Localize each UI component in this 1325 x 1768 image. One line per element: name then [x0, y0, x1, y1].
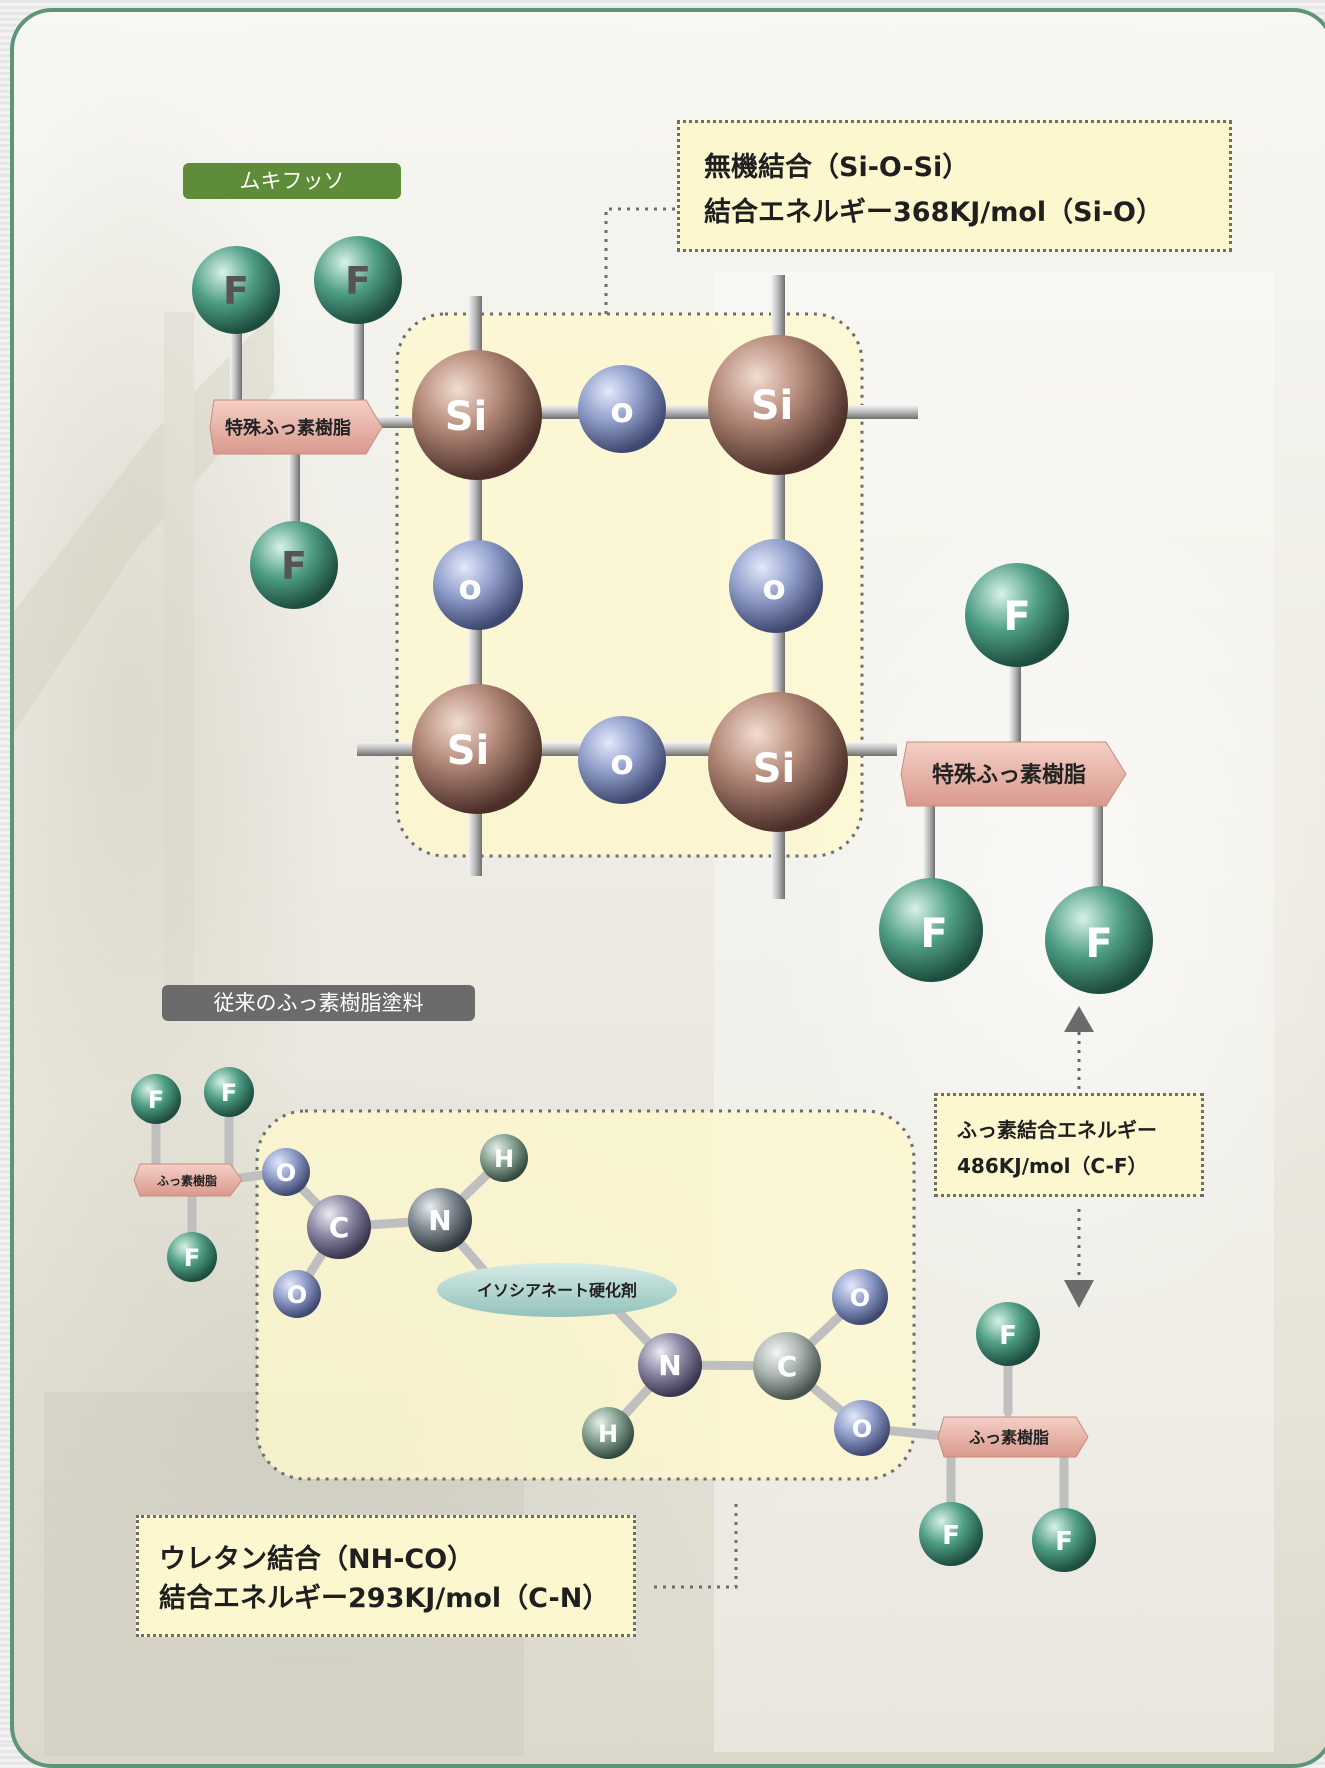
- fluorine-atom: F: [250, 521, 338, 609]
- callout-line: 486KJ/mol（C-F）: [957, 1154, 1148, 1178]
- svg-text:C: C: [777, 1350, 798, 1383]
- silicon-atom: Si: [412, 684, 542, 814]
- resin-text: ふっ素樹脂: [157, 1173, 217, 1188]
- special-resin-label-left: 特殊ふっ素樹脂: [209, 399, 383, 455]
- nitrogen-atom: N: [638, 1333, 702, 1397]
- svg-text:o: o: [762, 568, 785, 608]
- urethane-bond-callout: ウレタン結合（NH-CO） 結合エネルギー293KJ/mol（C-N）: [136, 1515, 636, 1637]
- special-resin-text: 特殊ふっ素樹脂: [932, 762, 1086, 788]
- fluorine-atom: F: [879, 878, 983, 982]
- oxygen-atom: O: [834, 1400, 890, 1456]
- callout-line: ウレタン結合（NH-CO）: [159, 1544, 475, 1575]
- molecular-structure-diagram: 特殊ふっ素樹脂 F F F Si Si Si Si: [14, 207, 1274, 1756]
- hydrogen-atom: H: [480, 1134, 528, 1182]
- oxygen-atom: o: [578, 716, 666, 804]
- conventional-resin-tag: 従来のふっ素樹脂塗料: [162, 985, 475, 1021]
- callout-line: ふっ素結合エネルギー: [957, 1118, 1157, 1142]
- callout-line: 結合エネルギー293KJ/mol（C-N）: [159, 1583, 610, 1614]
- special-resin-text: 特殊ふっ素樹脂: [225, 417, 351, 439]
- svg-text:F: F: [1085, 921, 1112, 967]
- fluorine-atom: F: [131, 1074, 181, 1124]
- resin-label-left: ふっ素樹脂: [133, 1163, 243, 1197]
- svg-text:F: F: [148, 1086, 164, 1114]
- fluorine-atom: F: [976, 1302, 1040, 1366]
- fluorine-atom: F: [965, 563, 1069, 667]
- callout-line: 結合エネルギー368KJ/mol（Si-O）: [704, 197, 1163, 228]
- svg-text:F: F: [1055, 1527, 1073, 1557]
- svg-text:N: N: [428, 1204, 451, 1237]
- fluorine-bond-callout: ふっ素結合エネルギー 486KJ/mol（C-F）: [934, 1093, 1204, 1197]
- oxygen-atom: o: [433, 540, 523, 630]
- energy-arrows: [1064, 1006, 1094, 1308]
- arrow-down-icon: [1064, 1280, 1094, 1308]
- resin-label-right: ふっ素樹脂: [937, 1416, 1089, 1458]
- oxygen-atom: O: [273, 1270, 321, 1318]
- diagram-frame: 特殊ふっ素樹脂 F F F Si Si Si Si: [10, 8, 1325, 1768]
- special-resin-label-right: 特殊ふっ素樹脂: [900, 741, 1127, 807]
- fluorine-atom: F: [167, 1232, 217, 1282]
- svg-text:F: F: [1003, 594, 1030, 640]
- fluorine-atom: F: [919, 1502, 983, 1566]
- svg-text:F: F: [999, 1321, 1017, 1351]
- silicon-atom: Si: [708, 692, 848, 832]
- svg-text:O: O: [852, 1415, 872, 1443]
- fluorine-atom: F: [1032, 1508, 1096, 1572]
- svg-text:O: O: [287, 1281, 307, 1309]
- svg-text:F: F: [345, 259, 371, 303]
- callout-line: 無機結合（Si-O-Si）: [704, 152, 970, 183]
- oxygen-atom: o: [729, 539, 823, 633]
- fluorine-atom: F: [314, 236, 402, 324]
- isocyanate-text: イソシアネート硬化剤: [477, 1281, 637, 1300]
- svg-text:Si: Si: [753, 746, 796, 792]
- svg-text:Si: Si: [445, 394, 488, 440]
- svg-text:o: o: [610, 743, 633, 783]
- svg-text:C: C: [329, 1211, 350, 1244]
- svg-text:F: F: [221, 1079, 237, 1107]
- svg-text:F: F: [281, 544, 307, 588]
- isocyanate-hardener-label: イソシアネート硬化剤: [437, 1263, 677, 1317]
- fluorine-group-right: [923, 652, 1103, 902]
- svg-text:O: O: [850, 1284, 870, 1312]
- hydrogen-atom: H: [582, 1407, 634, 1459]
- carbon-atom: C: [753, 1332, 821, 1400]
- resin-text: ふっ素樹脂: [969, 1428, 1049, 1447]
- fluorine-atom: F: [204, 1067, 254, 1117]
- urethane-callout-connector: [650, 1504, 738, 1589]
- silicon-atom: Si: [708, 335, 848, 475]
- svg-text:F: F: [920, 911, 947, 957]
- svg-text:O: O: [276, 1159, 296, 1187]
- svg-text:F: F: [223, 269, 249, 313]
- svg-text:H: H: [598, 1420, 618, 1448]
- silicon-atom: Si: [412, 350, 542, 480]
- arrow-up-icon: [1064, 1006, 1094, 1032]
- nitrogen-atom: N: [408, 1188, 472, 1252]
- fluorine-atom: F: [1045, 886, 1153, 994]
- oxygen-atom: O: [262, 1148, 310, 1196]
- svg-text:N: N: [658, 1349, 681, 1382]
- carbon-atom: C: [307, 1195, 371, 1259]
- svg-text:F: F: [942, 1521, 960, 1551]
- svg-text:H: H: [494, 1145, 514, 1173]
- svg-text:Si: Si: [447, 728, 490, 774]
- fluorine-atom: F: [192, 246, 280, 334]
- svg-text:F: F: [184, 1244, 200, 1272]
- svg-text:o: o: [458, 568, 481, 608]
- svg-text:o: o: [610, 391, 633, 431]
- svg-text:Si: Si: [751, 383, 794, 429]
- inorganic-bond-callout: 無機結合（Si-O-Si） 結合エネルギー368KJ/mol（Si-O）: [677, 120, 1232, 252]
- oxygen-atom: o: [578, 365, 666, 453]
- mukifusso-tag: ムキフッソ: [183, 163, 401, 199]
- oxygen-atom: O: [832, 1269, 888, 1325]
